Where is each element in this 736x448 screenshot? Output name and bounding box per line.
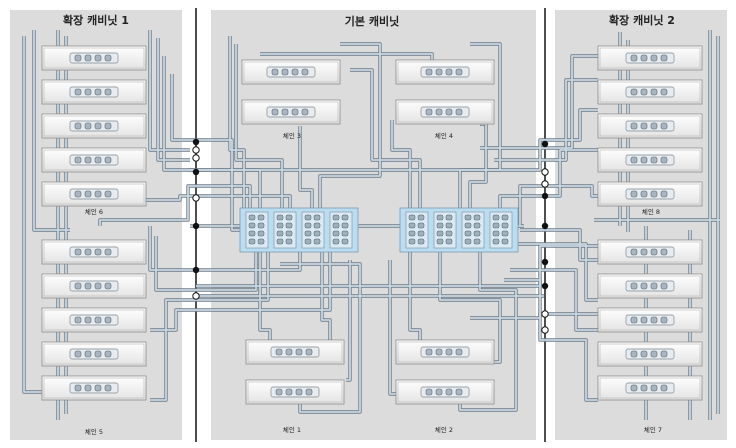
- junction-dot-hollow: [541, 310, 549, 318]
- cable-core: [33, 30, 70, 231]
- cable-core: [99, 185, 251, 226]
- disk-tray: [241, 59, 341, 85]
- disk-tray: [41, 375, 147, 401]
- junction-dot-hollow: [192, 194, 200, 202]
- cable-core: [389, 260, 396, 395]
- cable-core: [510, 269, 598, 331]
- junction-dot-filled: [192, 266, 200, 274]
- junction-dot-filled: [541, 192, 549, 200]
- cable-core: [520, 229, 598, 261]
- junction-dot-filled: [192, 222, 200, 230]
- disk-tray: [597, 307, 703, 333]
- disk-tray: [395, 59, 495, 85]
- cable-core: [319, 43, 381, 208]
- disk-tray: [597, 273, 703, 299]
- disk-tray: [597, 239, 703, 265]
- cable-core: [350, 69, 421, 208]
- disk-tray: [597, 375, 703, 401]
- right-cabinet-panel: [555, 10, 727, 440]
- chain-8-label: 체인 8: [642, 207, 660, 216]
- disk-tray: [395, 99, 495, 125]
- cable-core: [499, 149, 598, 208]
- junction-dot-hollow: [192, 154, 200, 162]
- junction-dot-filled: [541, 222, 549, 230]
- controller-unit: [239, 207, 359, 253]
- cable-core: [155, 236, 257, 291]
- cable-core: [470, 313, 600, 319]
- junction-dot-filled: [541, 258, 549, 266]
- chain-7-label: 체인 7: [644, 425, 662, 434]
- cable-core: [494, 79, 598, 161]
- cable-core: [280, 263, 361, 413]
- cable-core: [260, 53, 433, 60]
- disk-tray: [241, 99, 341, 125]
- disk-tray: [41, 147, 147, 173]
- disk-tray: [41, 79, 147, 105]
- cable-core: [439, 252, 501, 363]
- cable-core: [504, 279, 598, 401]
- cable-core: [150, 252, 269, 401]
- chain-3-label: 체인 3: [283, 131, 301, 140]
- cable-core: [235, 44, 283, 208]
- cable-core: [149, 30, 190, 151]
- disk-tray: [597, 341, 703, 367]
- cable-core: [346, 260, 351, 381]
- left-cabinet-title: 확장 캐비닛 1: [63, 13, 129, 27]
- controller-unit: [399, 207, 519, 253]
- disk-tray: [245, 379, 345, 405]
- cable-core: [459, 252, 517, 411]
- disk-tray: [395, 379, 495, 405]
- cable-core: [196, 245, 598, 287]
- junction-dot-hollow: [192, 146, 200, 154]
- chain-6-label: 체인 6: [85, 207, 103, 216]
- chain-2-label: 체인 2: [435, 425, 453, 434]
- disk-tray: [41, 181, 147, 207]
- left-cabinet-panel: [10, 10, 182, 440]
- cable-core: [171, 74, 240, 231]
- disk-tray: [41, 341, 147, 367]
- cable-core: [480, 55, 598, 149]
- chain-1-label: 체인 1: [283, 425, 301, 434]
- chain-5-label: 체인 5: [85, 427, 103, 436]
- junction-dot-filled: [192, 168, 200, 176]
- disk-tray: [597, 79, 703, 105]
- junction-dot-hollow: [192, 292, 200, 300]
- disk-tray: [597, 147, 703, 173]
- cable-core: [23, 36, 42, 393]
- disk-tray: [41, 113, 147, 139]
- junction-dot-hollow: [541, 168, 549, 176]
- disk-tray: [41, 239, 147, 265]
- disk-tray: [597, 45, 703, 71]
- cable-core: [409, 252, 421, 340]
- junction-dot-filled: [192, 138, 200, 146]
- junction-dot-hollow: [541, 180, 549, 188]
- cable-core: [516, 243, 598, 301]
- cable-core: [188, 109, 598, 171]
- disk-tray: [41, 45, 147, 71]
- cable-core: [259, 252, 271, 340]
- junction-dot-filled: [541, 140, 549, 148]
- disk-tray: [597, 113, 703, 139]
- cable-core: [157, 38, 190, 161]
- disk-tray: [597, 181, 703, 207]
- cable-core: [140, 195, 291, 208]
- cable-core: [391, 120, 411, 208]
- cable-core: [150, 252, 331, 331]
- disk-tray: [395, 339, 495, 365]
- junction-dot-filled: [541, 282, 549, 290]
- cable-core: [149, 226, 301, 271]
- junction-dot-hollow: [541, 326, 549, 334]
- disk-tray: [41, 273, 147, 299]
- disk-tray: [41, 307, 147, 333]
- cable-core: [229, 36, 245, 208]
- disk-tray: [245, 339, 345, 365]
- center-cabinet-title: 기본 캐비닛: [345, 14, 399, 28]
- chain-4-label: 체인 4: [435, 131, 453, 140]
- cable-core: [299, 126, 313, 208]
- right-cabinet-title: 확장 캐비닛 2: [609, 13, 675, 27]
